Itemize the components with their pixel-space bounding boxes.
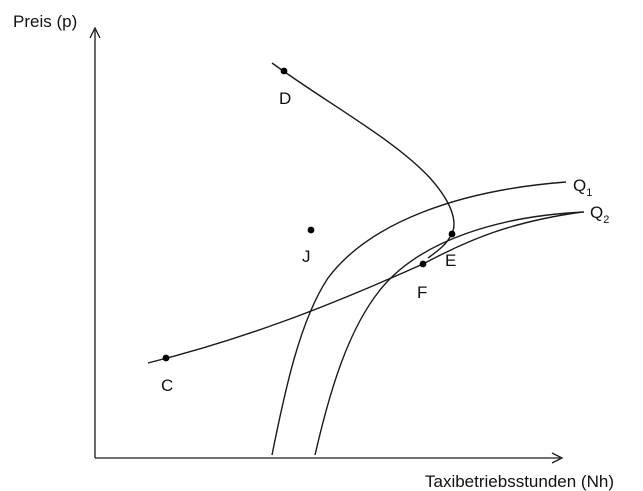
curve-through-d-e (271, 62, 455, 259)
curve-q1 (271, 181, 567, 456)
x-axis-arrowhead (551, 452, 564, 464)
label-q1: Q1 (573, 176, 592, 199)
y-axis-arrowhead (89, 26, 101, 39)
x-axis-label: Taxibetriebsstunden (Nh) (425, 472, 614, 491)
label-e: E (445, 251, 456, 270)
point-e (448, 230, 456, 238)
label-q2-sub: 2 (603, 214, 609, 226)
label-q1-main: Q (573, 176, 586, 195)
label-f: F (417, 283, 427, 302)
y-axis-label: Preis (p) (13, 12, 77, 31)
label-q2-main: Q (590, 203, 603, 222)
curve-q2 (314, 211, 585, 456)
label-d: D (279, 89, 291, 108)
axes (89, 26, 564, 464)
label-q2: Q2 (590, 203, 609, 226)
label-j: J (302, 247, 311, 266)
point-j (307, 226, 315, 234)
label-c: C (161, 376, 173, 395)
label-q1-sub: 1 (586, 187, 592, 199)
curve-through-c-f (147, 211, 583, 364)
point-f (419, 260, 427, 268)
point-d (280, 67, 288, 75)
point-c (162, 354, 170, 362)
